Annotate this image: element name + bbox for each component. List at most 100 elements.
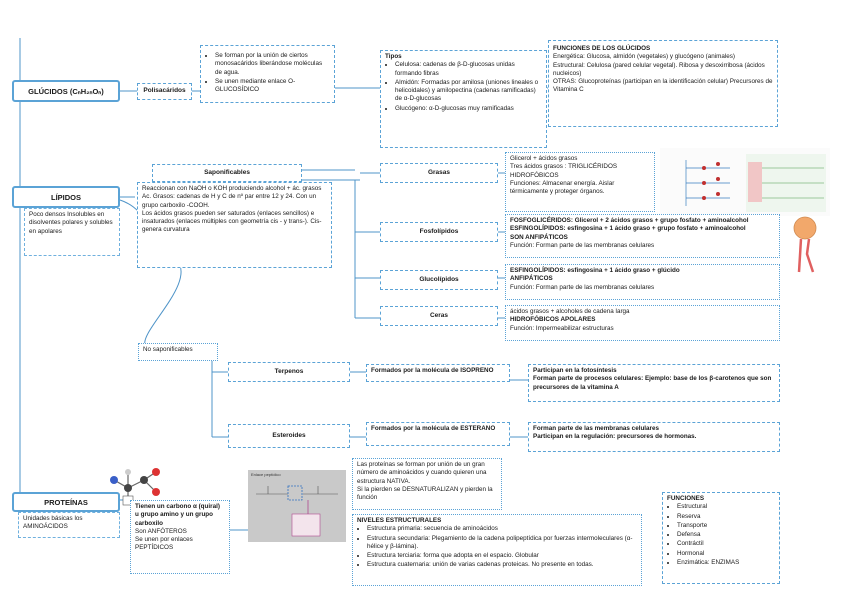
saponificables-line: Los ácidos grasos pueden ser saturados (… [142,209,322,234]
aminoacidos-line: Son ANFÓTEROS [135,527,187,535]
proteina-funcion-item: Defensa [677,531,775,539]
formacion-line: Las proteínas se forman por unión de un … [357,461,487,485]
grasas-line: Tres ácidos grasos : TRIGLICÉRIDOS [510,163,618,171]
saponificables-label: Saponificables [152,164,302,182]
lipidos-header: LÍPIDOS [12,186,120,208]
funcion-glucido: OTRAS: Glucoproteínas (participan en la … [553,78,773,94]
glucidos-definicion-box: Se forman por la unión de ciertos monosa… [200,45,335,103]
saponificables-label-text: Saponificables [204,168,250,176]
glucolipidos-label: Glucolípidos [380,270,498,290]
lipidos-descripcion-text: Poco densos Insolubles en disolventes po… [29,211,113,235]
enlace-peptidico-image: Enlace peptídico [248,470,346,542]
esteroides-line: Participan en la regulación: precursores… [533,433,697,441]
lipidos-header-text: LÍPIDOS [50,192,81,202]
glucidos-header-text: GLÚCIDOS (CₙH₂ₙOₙ) [28,86,104,96]
ceras-line: ácidos grasos + alcoholes de cadena larg… [510,308,630,315]
proteina-funcion-item: Reserva [677,513,775,521]
fosfolipidos-line: SON ANFIPÁTICOS [510,233,568,241]
glucidos-funciones-box: FUNCIONES DE LOS GLÚCIDOS Energética: Gl… [548,40,778,127]
nivel-item: Estructura primaria: secuencia de aminoá… [367,525,637,533]
trigliceridos-image [660,148,830,216]
fosfolipidos-line: Función: Forman parte de las membranas c… [510,241,655,249]
fosfolipidos-label-text: Fosfolípidos [419,227,459,235]
grasas-box: Glicerol + ácidos grasos Tres ácidos gra… [505,152,655,212]
proteinas-unidades: Unidades básicas los AMINOÁCIDOS [18,512,120,538]
terpenos-label-text: Terpenos [274,367,304,375]
peptide-image-label: Enlace peptídico [251,472,281,477]
proteinas-funciones-box: FUNCIONES Estructural Reserva Transporte… [662,492,780,584]
niveles-title: NIVELES ESTRUCTURALES [357,517,442,524]
proteina-funcion-item: Enzimática: ENZIMAS [677,559,775,567]
no-saponificables-label-text: No saponificables [143,346,193,353]
esteroides-box: Forman parte de las membranas celulares … [528,422,780,452]
funcion-glucido: Estructural: Celulosa (pared celular veg… [553,61,765,77]
lipidos-descripcion: Poco densos Insolubles en disolventes po… [24,208,120,256]
glucolipidos-line: ESFINGOLÍPIDOS: esfingosina + 1 ácido gr… [510,267,680,274]
polisacaridos-label-text: Polisacáridos [143,87,186,95]
aminoacidos-box: Tienen un carbono α (quiral) u grupo ami… [130,500,230,574]
glucidos-header: GLÚCIDOS (CₙH₂ₙOₙ) [12,80,120,102]
funcion-glucido: Energética: Glucosa, almidón (vegetales)… [553,53,736,61]
proteina-funcion-item: Contráctil [677,540,775,548]
esteroides-label-text: Esteroides [272,431,306,439]
definicion-item: Se forman por la unión de ciertos monosa… [215,52,330,77]
ceras-label: Ceras [380,306,498,326]
proteina-funcion-item: Hormonal [677,550,775,558]
niveles-box: NIVELES ESTRUCTURALES Estructura primari… [352,514,642,586]
terpenos-box: Participan en la fotosíntesis Forman par… [528,364,780,402]
nivel-item: Estructura secundaria: Plegamiento de la… [367,535,637,552]
polisacaridos-label: Polisacáridos [137,83,192,100]
glucolipidos-line: Función: Forman parte de las membranas c… [510,283,655,291]
no-saponificables-label: No saponificables [138,343,218,361]
fosfolipidos-box: FOSFOGLICÉRIDOS: Glicerol + 2 ácidos gra… [505,214,780,258]
glucidos-tipos-box: Tipos Celulosa: cadenas de β-D-glucosas … [380,50,547,148]
proteinas-formacion-box: Las proteínas se forman por unión de un … [352,458,502,510]
terpenos-formados: Formados por la molécula de ISOPRENO [366,364,510,382]
fosfolipidos-line: ESFINGOLÍPIDOS: esfingosina + 1 ácido gr… [510,225,746,233]
glucolipidos-box: ESFINGOLÍPIDOS: esfingosina + 1 ácido gr… [505,264,780,300]
terpenos-label: Terpenos [228,362,350,382]
tipo-item: Celulosa: cadenas de β-D-glucosas unidas… [395,61,542,78]
grasas-label: Grasas [380,163,498,183]
aminoacidos-line: Tienen un carbono α (quiral) u grupo ami… [135,503,220,527]
tipo-item: Almidón: Formadas por amilosa (uniones l… [395,79,542,104]
tipo-item: Glucógeno: α-D-glucosas muy ramificadas [395,105,542,113]
glucolipidos-label-text: Glucolípidos [419,275,459,283]
fosfolipidos-line: FOSFOGLICÉRIDOS: Glicerol + 2 ácidos gra… [510,217,749,224]
aminoacido-image [100,460,166,506]
nivel-item: Estructura terciaria: forma que adopta e… [367,552,637,560]
grasas-line: Funciones: Almacenar energía. Aislar tér… [510,179,615,196]
esteroides-label: Esteroides [228,424,350,448]
tipos-title: Tipos [385,53,402,60]
grasas-line: HIDROFÓBICOS [510,171,559,179]
terpenos-formados-text: Formados por la molécula de ISOPRENO [371,367,494,374]
terpenos-line: Participan en la fotosíntesis [533,367,617,374]
ceras-line: HIDROFÓBICOS APOLARES [510,316,596,324]
nivel-item: Estructura cuaternaria: unión de varias … [367,561,637,569]
funciones-glucidos-title: FUNCIONES DE LOS GLÚCIDOS [553,45,651,52]
grasas-line: Glicerol + ácidos grasos [510,155,578,162]
esteroides-line: Forman parte de las membranas celulares [533,425,659,432]
saponificables-line: Reaccionan con NaOH o KOH produciendo al… [142,185,322,192]
proteinas-header: PROTEÍNAS [12,492,120,512]
proteina-funcion-item: Transporte [677,522,775,530]
ceras-label-text: Ceras [429,311,449,319]
definicion-item: Se unen mediante enlace O-GLUCOSÍDICO [215,78,330,95]
proteinas-header-text: PROTEÍNAS [44,497,88,507]
ceras-line: Función: Impermeabilizar estructuras [510,324,614,332]
proteinas-funciones-title: FUNCIONES [667,495,705,502]
grasas-label-text: Grasas [427,168,451,176]
fosfolipidos-label: Fosfolípidos [380,222,498,242]
terpenos-line: Forman parte de procesos celulares: Ejem… [533,375,772,391]
fosfolipido-image [785,214,825,276]
formacion-line: Si la pierden se DESNATURALIZAN y pierde… [357,485,493,502]
saponificables-line: Ac. Grasos: cadenas de H y C de nº par e… [142,193,317,209]
proteina-funcion-item: Estructural [677,503,775,511]
esteroides-formados: Formados por la molécula de ESTERANO [366,422,510,446]
saponificables-box: Reaccionan con NaOH o KOH produciendo al… [137,182,332,268]
ceras-box: ácidos grasos + alcoholes de cadena larg… [505,305,780,341]
proteinas-unidades-text: Unidades básicas los AMINOÁCIDOS [23,515,83,531]
glucolipidos-line: ANFIPÁTICOS [510,275,553,283]
aminoacidos-line: Se unen por enlaces PEPTÍDICOS [135,536,193,552]
esteroides-formados-text: Formados por la molécula de ESTERANO [371,425,496,432]
